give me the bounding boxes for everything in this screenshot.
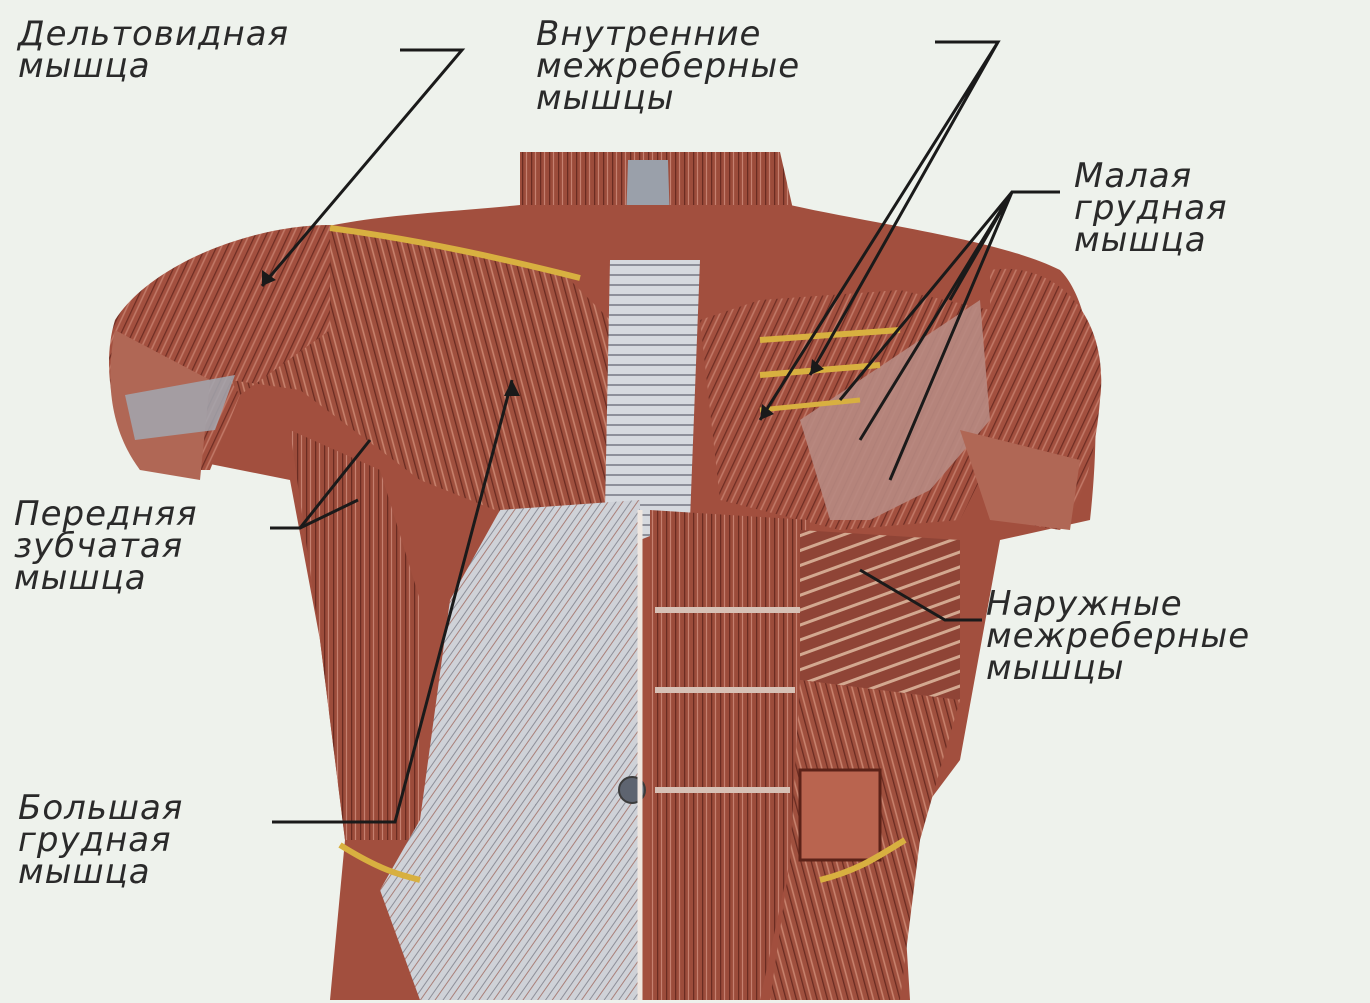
label-pectoralis-major: Большая грудная мышца — [18, 792, 183, 888]
label-deltoid: Дельтовидная мышца — [18, 18, 289, 82]
sternum-fascia — [605, 260, 700, 540]
label-minor-line3: мышца — [1074, 224, 1228, 256]
label-serratus-anterior: Передняя зубчатая мышца — [14, 498, 198, 594]
label-internal-intercostal: Внутренние межреберные мышцы — [536, 18, 800, 114]
label-external-intercostal: Наружные межреберные мышцы — [986, 588, 1250, 684]
label-deltoid-line2: мышца — [18, 50, 289, 82]
label-major-line3: мышца — [18, 856, 183, 888]
label-external-line3: мышцы — [986, 652, 1250, 684]
label-internal-line3: мышцы — [536, 82, 800, 114]
label-serratus-line3: мышца — [14, 562, 198, 594]
right-oblique-window — [800, 770, 880, 860]
label-pectoralis-minor: Малая грудная мышца — [1074, 160, 1228, 256]
